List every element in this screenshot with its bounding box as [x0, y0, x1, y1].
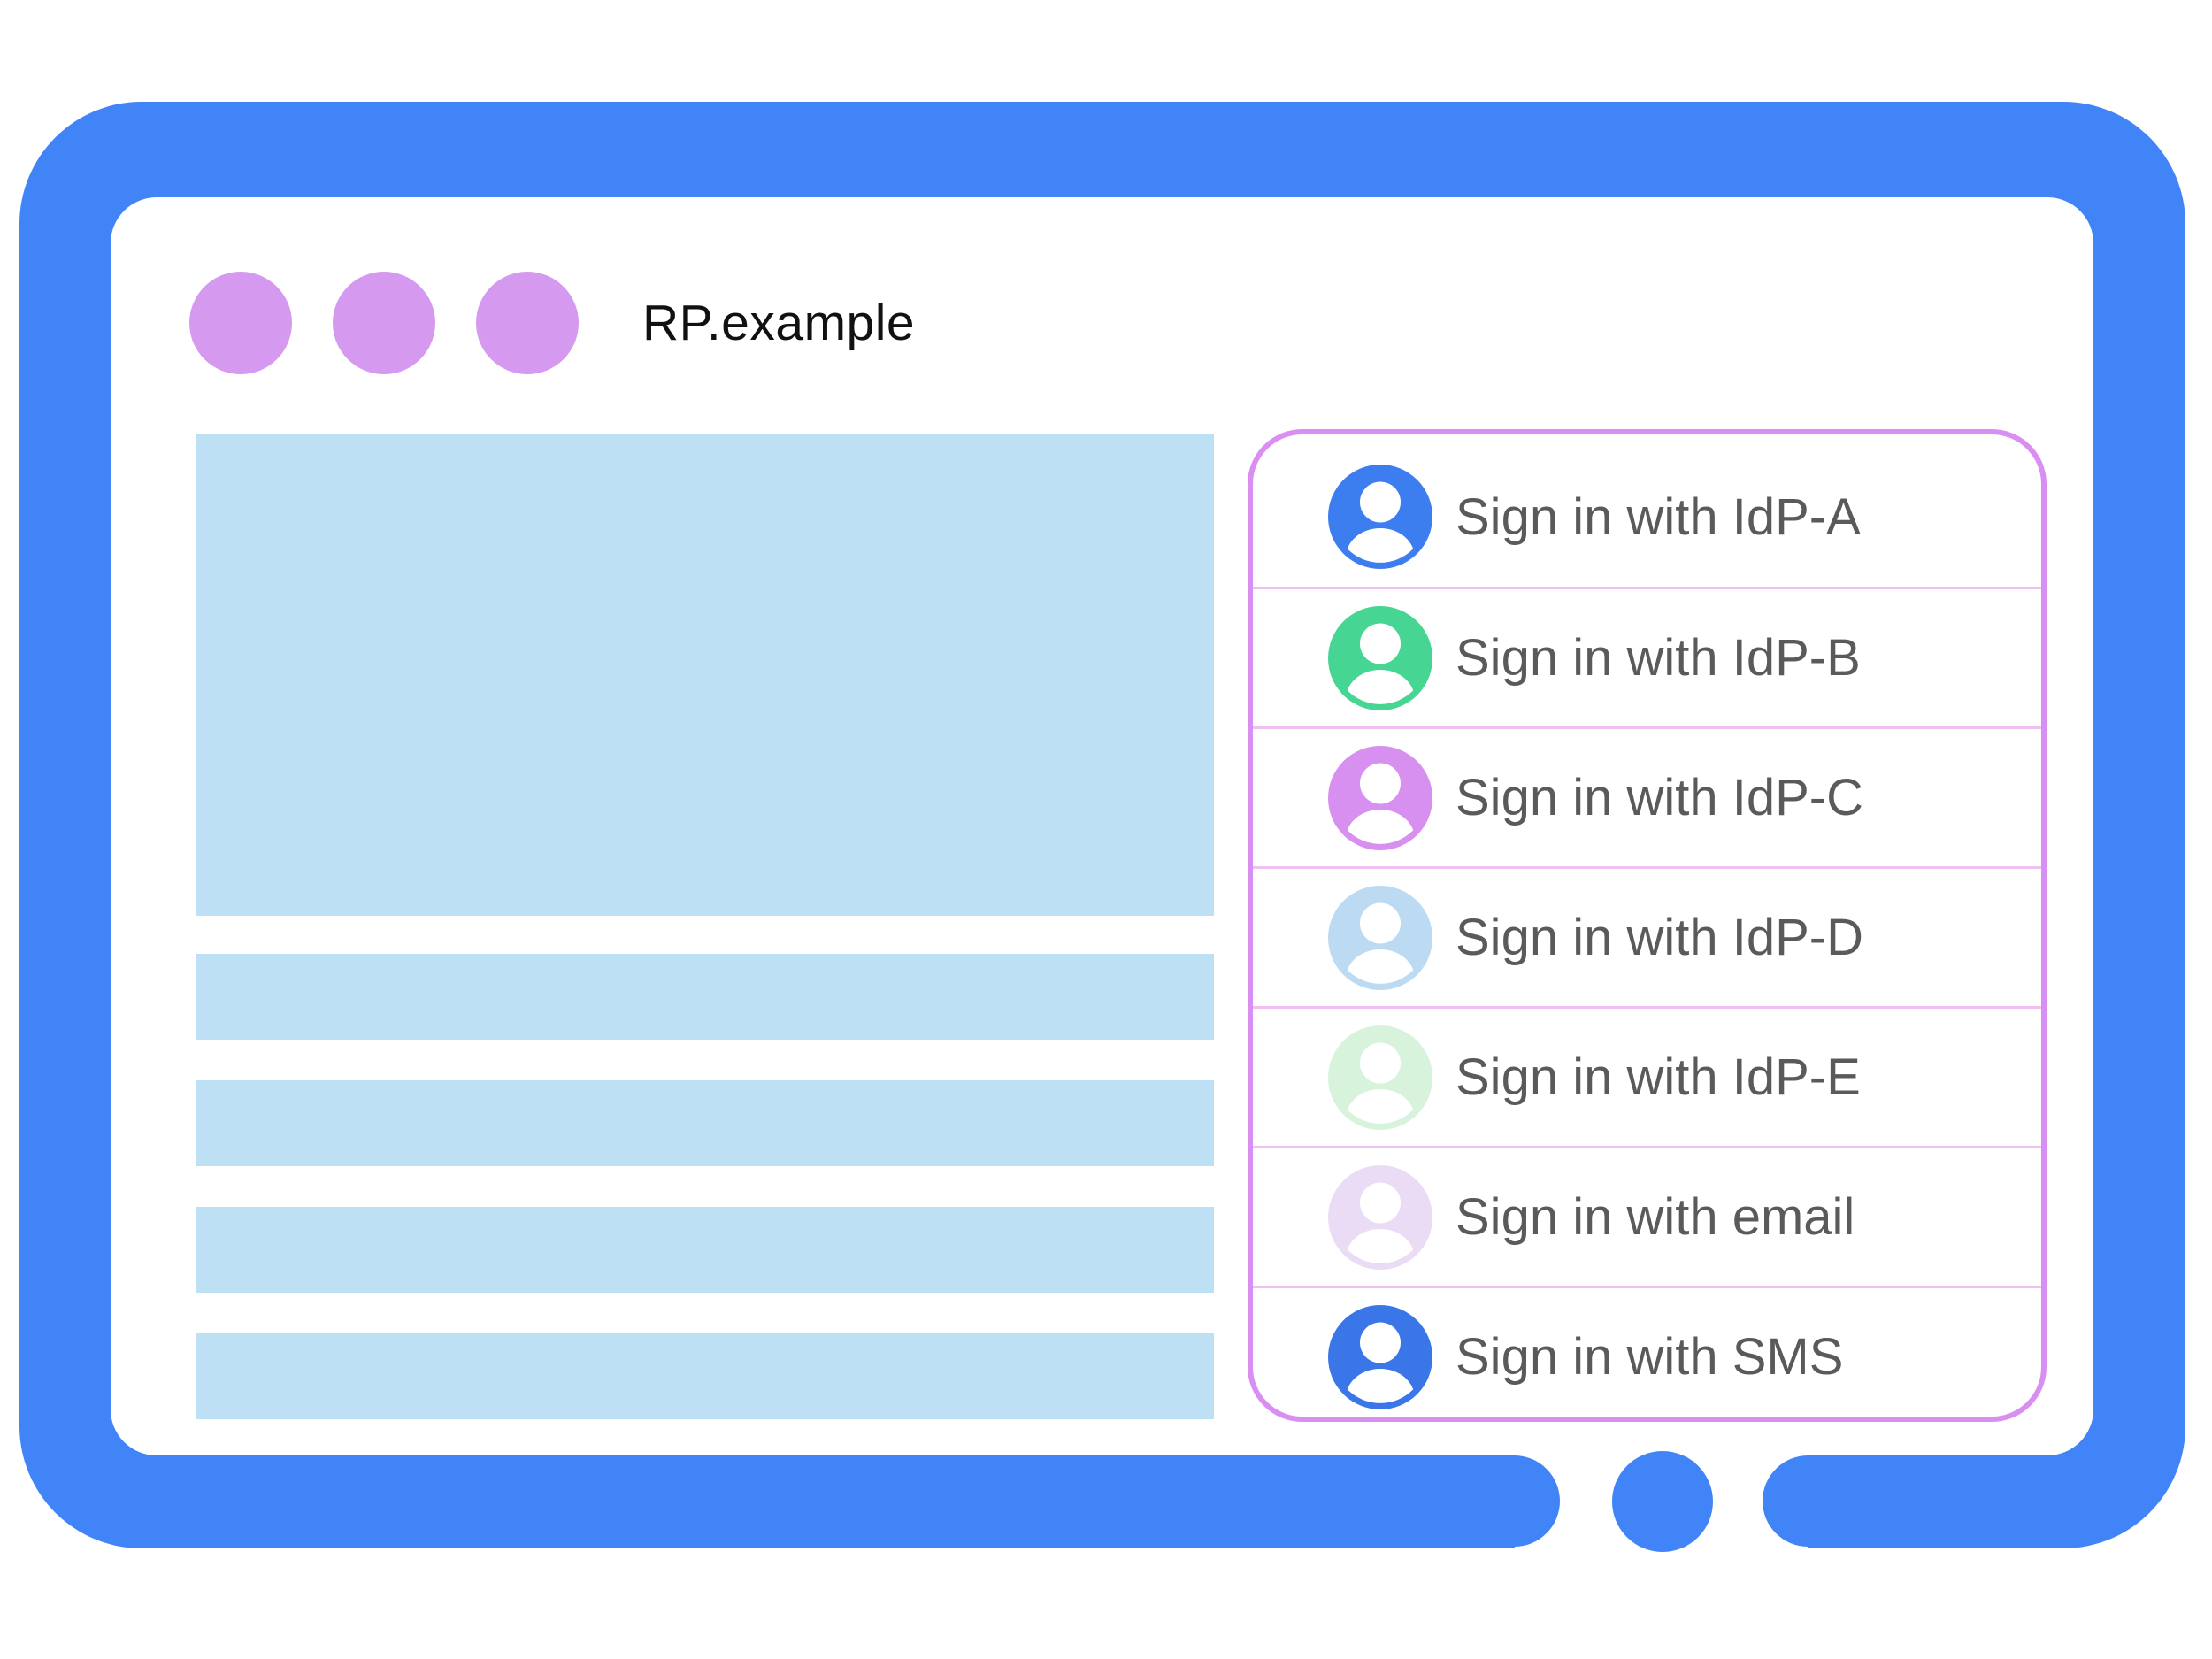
- account-person-icon: [1328, 745, 1432, 850]
- account-person-icon: [1328, 465, 1432, 569]
- signin-option-label: Sign in with IdP-D: [1455, 909, 1863, 966]
- home-button: [1612, 1451, 1713, 1552]
- account-person-icon: [1328, 1164, 1432, 1270]
- signin-option-label: Sign in with IdP-C: [1455, 769, 1863, 826]
- frame-bar-cap: [1469, 1455, 1560, 1547]
- window-control-dot: [333, 272, 435, 374]
- signin-option-idp-c[interactable]: Sign in with IdP-C: [1253, 726, 2041, 866]
- text-placeholder-bar: [196, 1080, 1214, 1166]
- text-placeholder-bar: [196, 1207, 1214, 1293]
- account-person-icon: [1328, 1304, 1432, 1409]
- window-control-dot: [476, 272, 579, 374]
- signin-option-label: Sign in with IdP-E: [1455, 1048, 1861, 1106]
- hero-placeholder-block: [196, 434, 1214, 916]
- signin-option-label: Sign in with IdP-A: [1455, 488, 1861, 546]
- signin-option-email[interactable]: Sign in with email: [1253, 1146, 2041, 1286]
- signin-option-idp-d[interactable]: Sign in with IdP-D: [1253, 866, 2041, 1006]
- signin-option-label: Sign in with IdP-B: [1455, 629, 1861, 687]
- signin-option-idp-e[interactable]: Sign in with IdP-E: [1253, 1006, 2041, 1146]
- signin-option-idp-a[interactable]: Sign in with IdP-A: [1253, 447, 2041, 587]
- account-person-icon: [1328, 605, 1432, 710]
- signin-option-label: Sign in with email: [1455, 1188, 1855, 1246]
- signin-chooser-panel: Sign in with IdP-A Sign in with IdP-B Si…: [1248, 429, 2047, 1422]
- page-title: RP.example: [642, 295, 916, 351]
- text-placeholder-bar: [196, 1333, 1214, 1419]
- signin-option-label: Sign in with SMS: [1455, 1328, 1844, 1386]
- frame-bar-cap: [1763, 1455, 1854, 1547]
- text-placeholder-bar: [196, 954, 1214, 1040]
- account-person-icon: [1328, 885, 1432, 990]
- account-person-icon: [1328, 1025, 1432, 1130]
- signin-option-idp-b[interactable]: Sign in with IdP-B: [1253, 587, 2041, 726]
- window-control-dot: [189, 272, 292, 374]
- signin-option-sms[interactable]: Sign in with SMS: [1253, 1286, 2041, 1417]
